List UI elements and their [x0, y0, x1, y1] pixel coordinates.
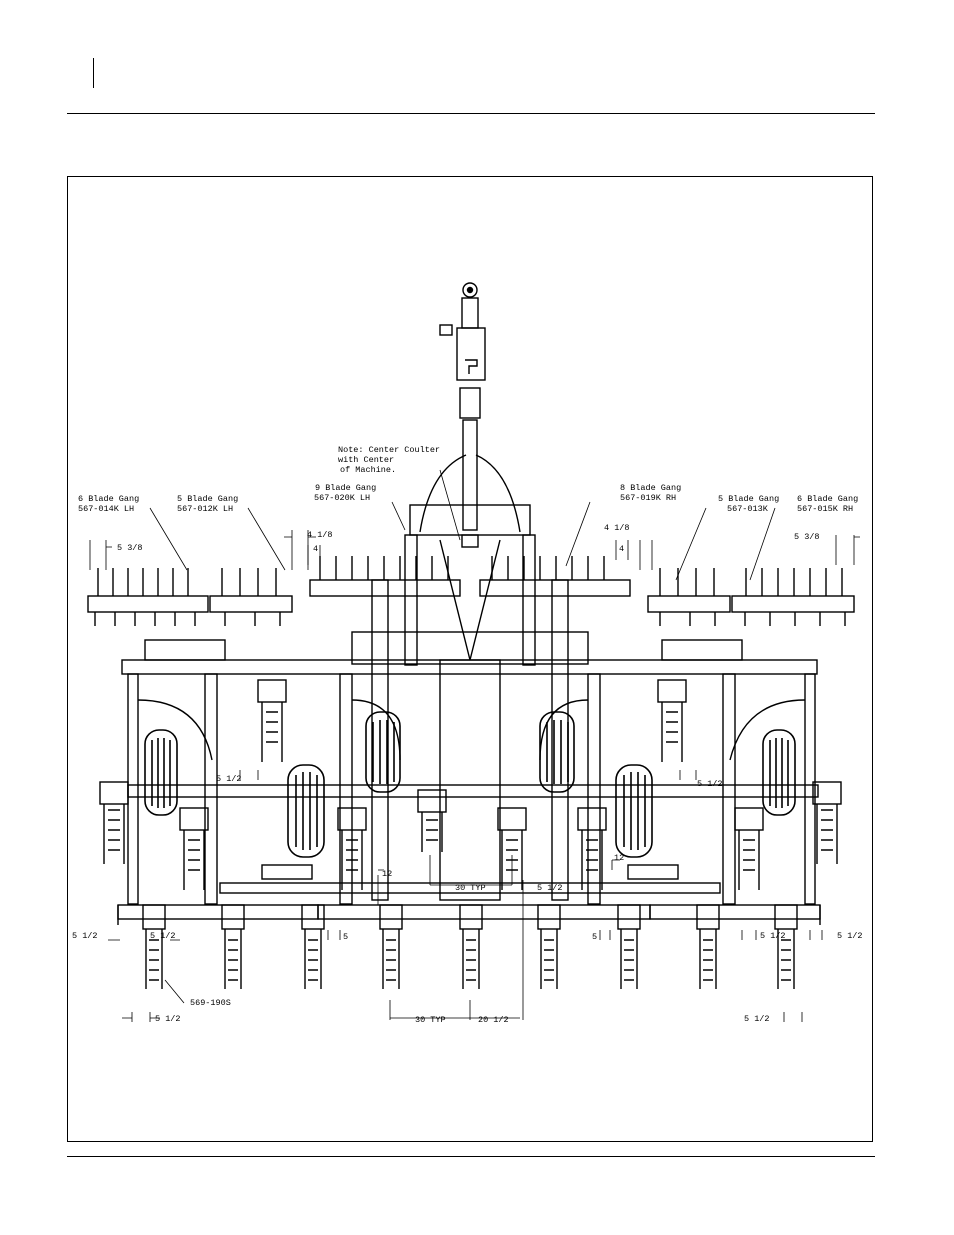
dim-5-1-2-left: 5 1/2	[150, 931, 176, 941]
toolbar-row-2	[117, 864, 821, 989]
hitch-tongue	[409, 282, 531, 548]
dim-12-left: 12	[382, 869, 392, 879]
dim-5-1-2-mid-left: 5 1/2	[216, 774, 242, 784]
gang-6-lh-line-2: 567-014K LH	[78, 504, 134, 514]
dim-5-3-8-left: 5 3/8	[117, 543, 143, 553]
header-tab-bar	[93, 58, 94, 88]
dim-30-typ-upper: 30 TYP	[455, 883, 486, 893]
note-line-1: Note: Center Coulter	[338, 445, 440, 455]
shank-row-1	[99, 679, 842, 890]
gang-8-rh-line-1: 8 Blade Gang	[620, 483, 681, 493]
header-rule	[67, 113, 875, 114]
gang-6-lh-line-1: 6 Blade Gang	[78, 494, 139, 504]
gang-9-lh-line-1: 9 Blade Gang	[315, 483, 376, 493]
center-structure	[351, 534, 589, 901]
dim-5-3-8-right: 5 3/8	[794, 532, 820, 542]
dim-5-1-2-right: 5 1/2	[760, 931, 786, 941]
main-frame	[117, 659, 821, 920]
diagram-drawing	[87, 282, 860, 1022]
figure-frame	[67, 176, 873, 1142]
part-number: 569-190S	[190, 998, 231, 1008]
dim-5-1-2-bottom-right: 5 1/2	[744, 1014, 770, 1024]
dim-5-1-2-far-right: 5 1/2	[837, 931, 863, 941]
dim-5-1-2-bottom-left: 5 1/2	[155, 1014, 181, 1024]
dim-30-typ-lower: 30 TYP	[415, 1015, 446, 1025]
gang-5-rh-line-1: 5 Blade Gang	[718, 494, 779, 504]
gang-6-rh-line-1: 6 Blade Gang	[797, 494, 858, 504]
dim-20-1-2: 20 1/2	[478, 1015, 509, 1025]
dim-4-1-8-left: 4 1/8	[307, 530, 333, 540]
footer-rule	[67, 1156, 875, 1157]
dim-4-left: 4	[313, 544, 318, 554]
dim-12-right: 12	[614, 853, 624, 863]
gang-9-lh-line-2: 567-020K LH	[314, 493, 370, 503]
dim-4-right: 4	[619, 544, 624, 554]
dim-4-1-8-right: 4 1/8	[604, 523, 630, 533]
diagram-labels: Note: Center Coulter with Center of Mach…	[72, 445, 863, 1025]
gang-8-rh-line-2: 567-019K RH	[620, 493, 676, 503]
gang-5-lh-line-1: 5 Blade Gang	[177, 494, 238, 504]
coulter-gangs	[87, 556, 855, 661]
gang-6-rh-line-2: 567-015K RH	[797, 504, 853, 514]
wheels	[144, 711, 796, 858]
note-line-3: of Machine.	[340, 465, 396, 475]
gang-5-lh-line-2: 567-012K LH	[177, 504, 233, 514]
dim-5-1-2-far-left: 5 1/2	[72, 931, 98, 941]
note-line-2: with Center	[338, 455, 394, 465]
gang-5-rh-line-2: 567-013K	[727, 504, 769, 514]
dim-5-right: 5	[592, 932, 597, 942]
dim-5-1-2-center: 5 1/2	[537, 883, 563, 893]
dimension-lines	[89, 469, 860, 1022]
dim-5-left: 5	[343, 932, 348, 942]
dim-5-1-2-mid-right: 5 1/2	[697, 779, 723, 789]
